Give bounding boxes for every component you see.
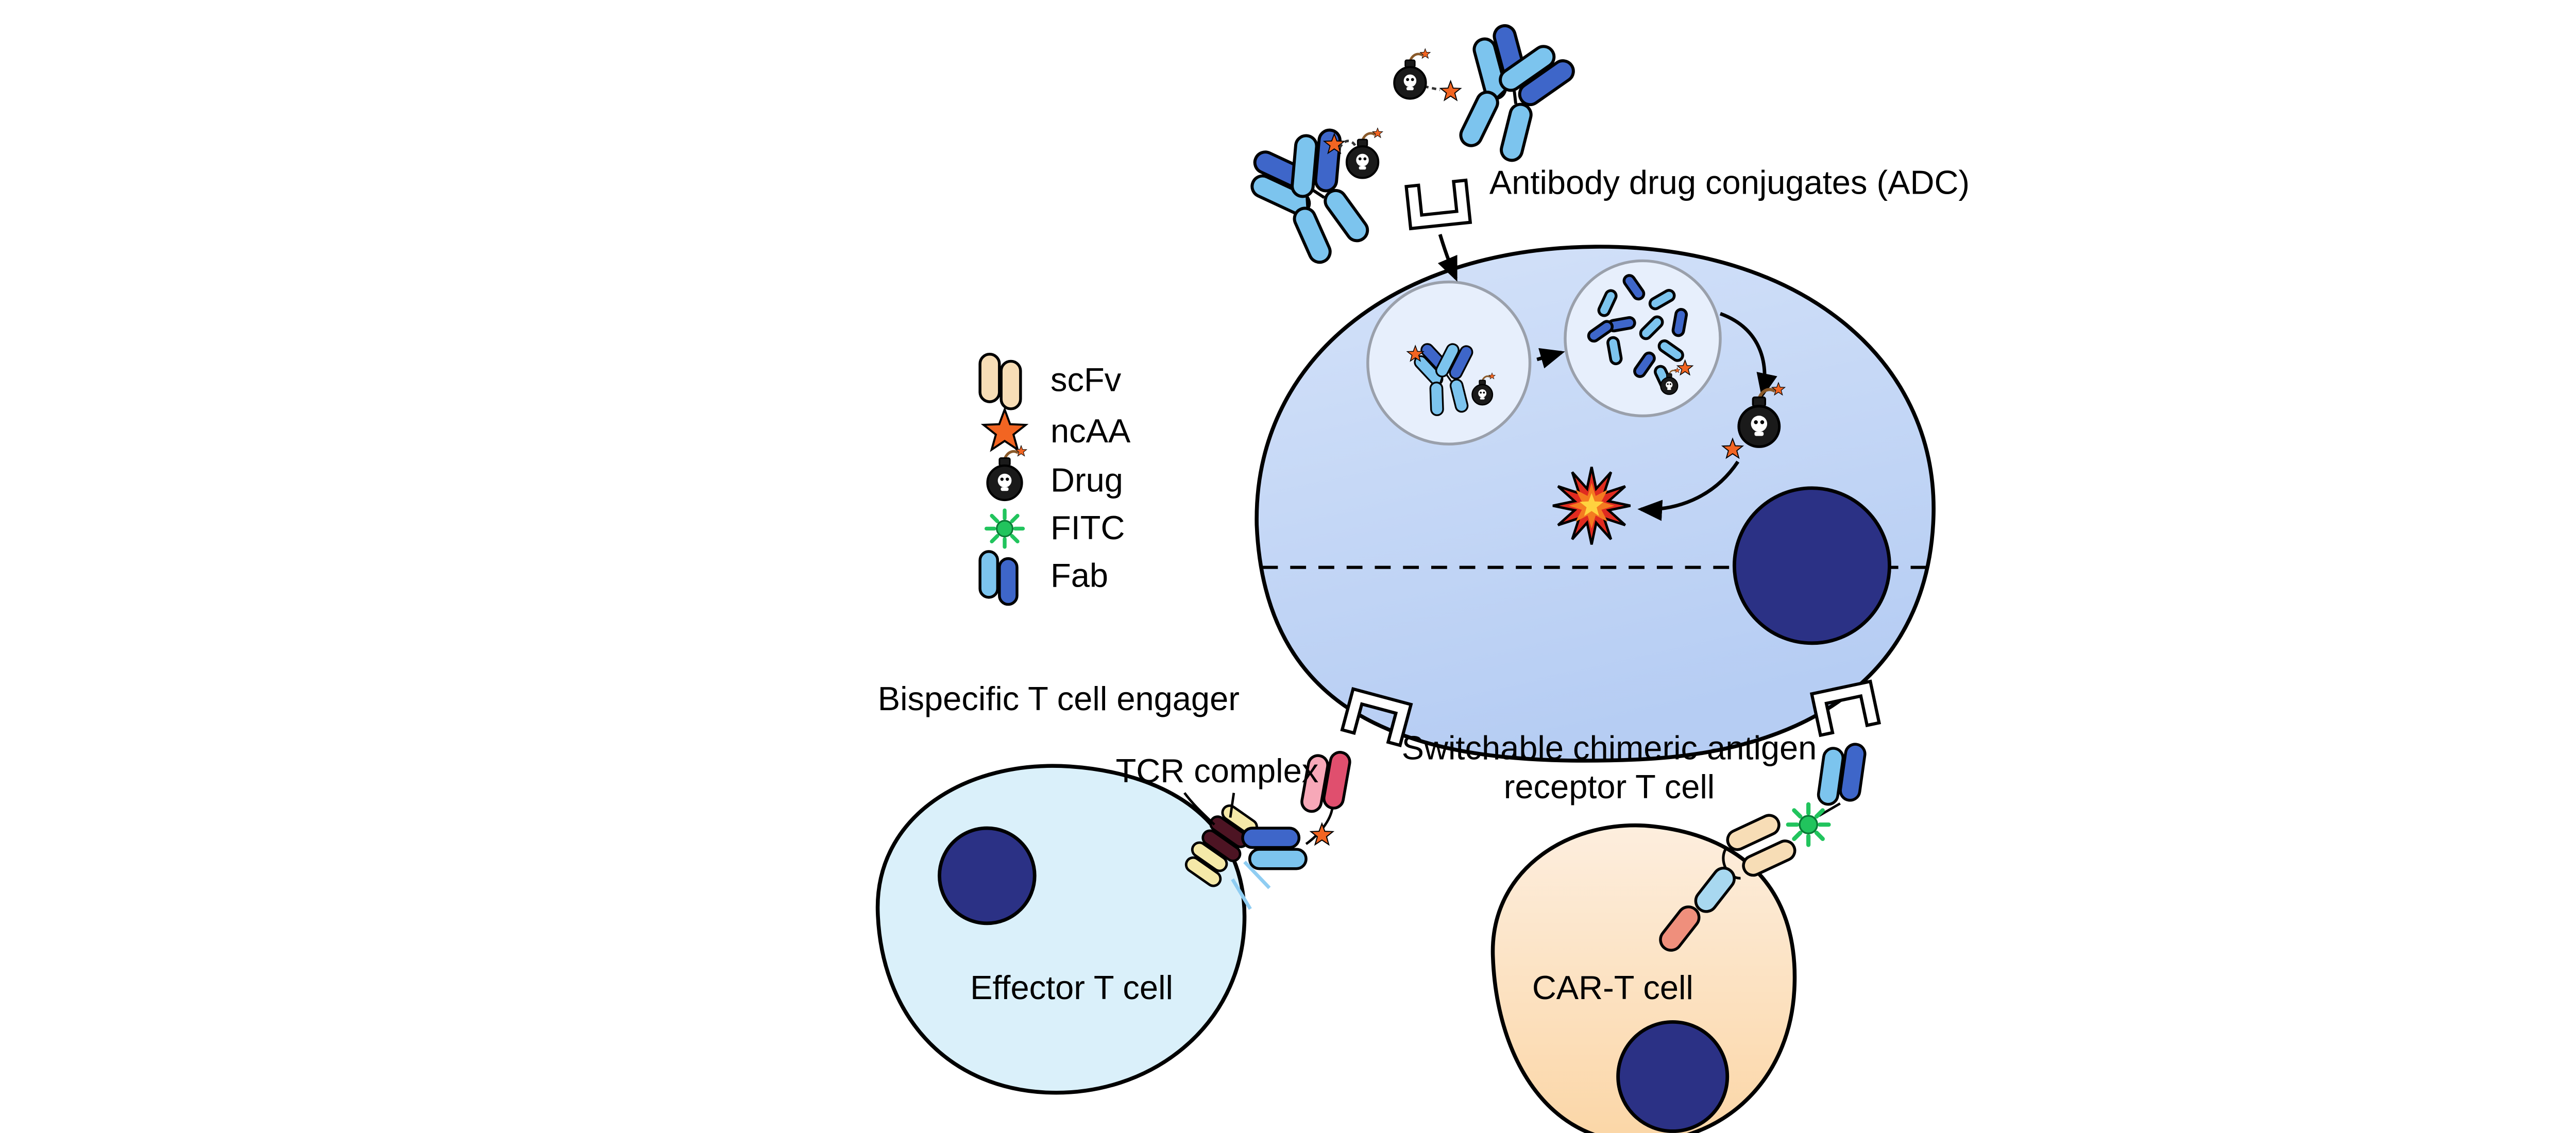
car-transmembrane-segment	[1659, 905, 1701, 952]
endosome-degraded-adc	[1564, 259, 1722, 418]
legend: scFv ncAA Drug FITC Fab	[978, 353, 1131, 606]
fab-icon	[978, 550, 1019, 606]
anti-cd3-fab-blue	[1243, 828, 1306, 869]
release-arrow	[1719, 312, 1777, 399]
tumor-antigen-top	[1406, 180, 1470, 229]
bispecific-engager-label: Bispecific T cell engager	[878, 680, 1240, 717]
tcr-leader-line	[1183, 792, 1215, 826]
internalization-arrow	[1437, 234, 1458, 282]
fitc-icon	[987, 510, 1023, 547]
switchable-car-label-line2: receptor T cell	[1504, 768, 1715, 805]
antibody-fragments	[1587, 274, 1688, 393]
processing-arrow	[1536, 348, 1565, 369]
bispecific-engager-molecule	[1243, 747, 1351, 869]
drug-bomb-icon	[1347, 128, 1383, 178]
legend-label-scfv: scFv	[1050, 361, 1122, 399]
tumor-nucleus	[1732, 486, 1891, 645]
cytotoxic-arrow	[1637, 460, 1740, 521]
legend-label-fitc: FITC	[1050, 509, 1125, 546]
effector-t-cell-label: Effector T cell	[970, 969, 1173, 1006]
switch-fab-blue	[1817, 740, 1866, 809]
car-t-nucleus	[1616, 1020, 1730, 1133]
legend-label-ncaa: ncAA	[1050, 412, 1131, 450]
ncaa-star-icon	[1440, 80, 1462, 101]
adc-antibody-left	[1229, 109, 1394, 280]
car-hinge-segment	[1694, 866, 1736, 913]
legend-label-drug: Drug	[1050, 461, 1123, 499]
tumor-cell	[1255, 245, 1936, 763]
adc-antibody-right	[1394, 11, 1586, 173]
effector-t-cell: Effector T cell	[875, 764, 1286, 1095]
ncaa-star-icon	[1310, 823, 1334, 846]
switchable-car-assembly	[1659, 740, 1867, 952]
effector-nucleus	[938, 826, 1037, 925]
fitc-icon	[1788, 804, 1829, 845]
scfv-icon	[978, 353, 1022, 410]
switchable-car-label-line1: Switchable chimeric antigen	[1402, 729, 1817, 767]
drug-bomb-icon	[1394, 49, 1430, 99]
drug-bomb-icon	[988, 445, 1027, 500]
legend-label-fab: Fab	[1050, 556, 1108, 594]
car-t-cell-label: CAR-T cell	[1532, 969, 1693, 1006]
adc-label: Antibody drug conjugates (ADC)	[1489, 163, 1970, 201]
endosome-intact-adc	[1366, 280, 1532, 445]
tcr-complex-label: TCR complex	[1116, 752, 1319, 789]
tcr-leader-line	[1229, 793, 1235, 818]
ncaa-star-icon	[982, 408, 1027, 451]
